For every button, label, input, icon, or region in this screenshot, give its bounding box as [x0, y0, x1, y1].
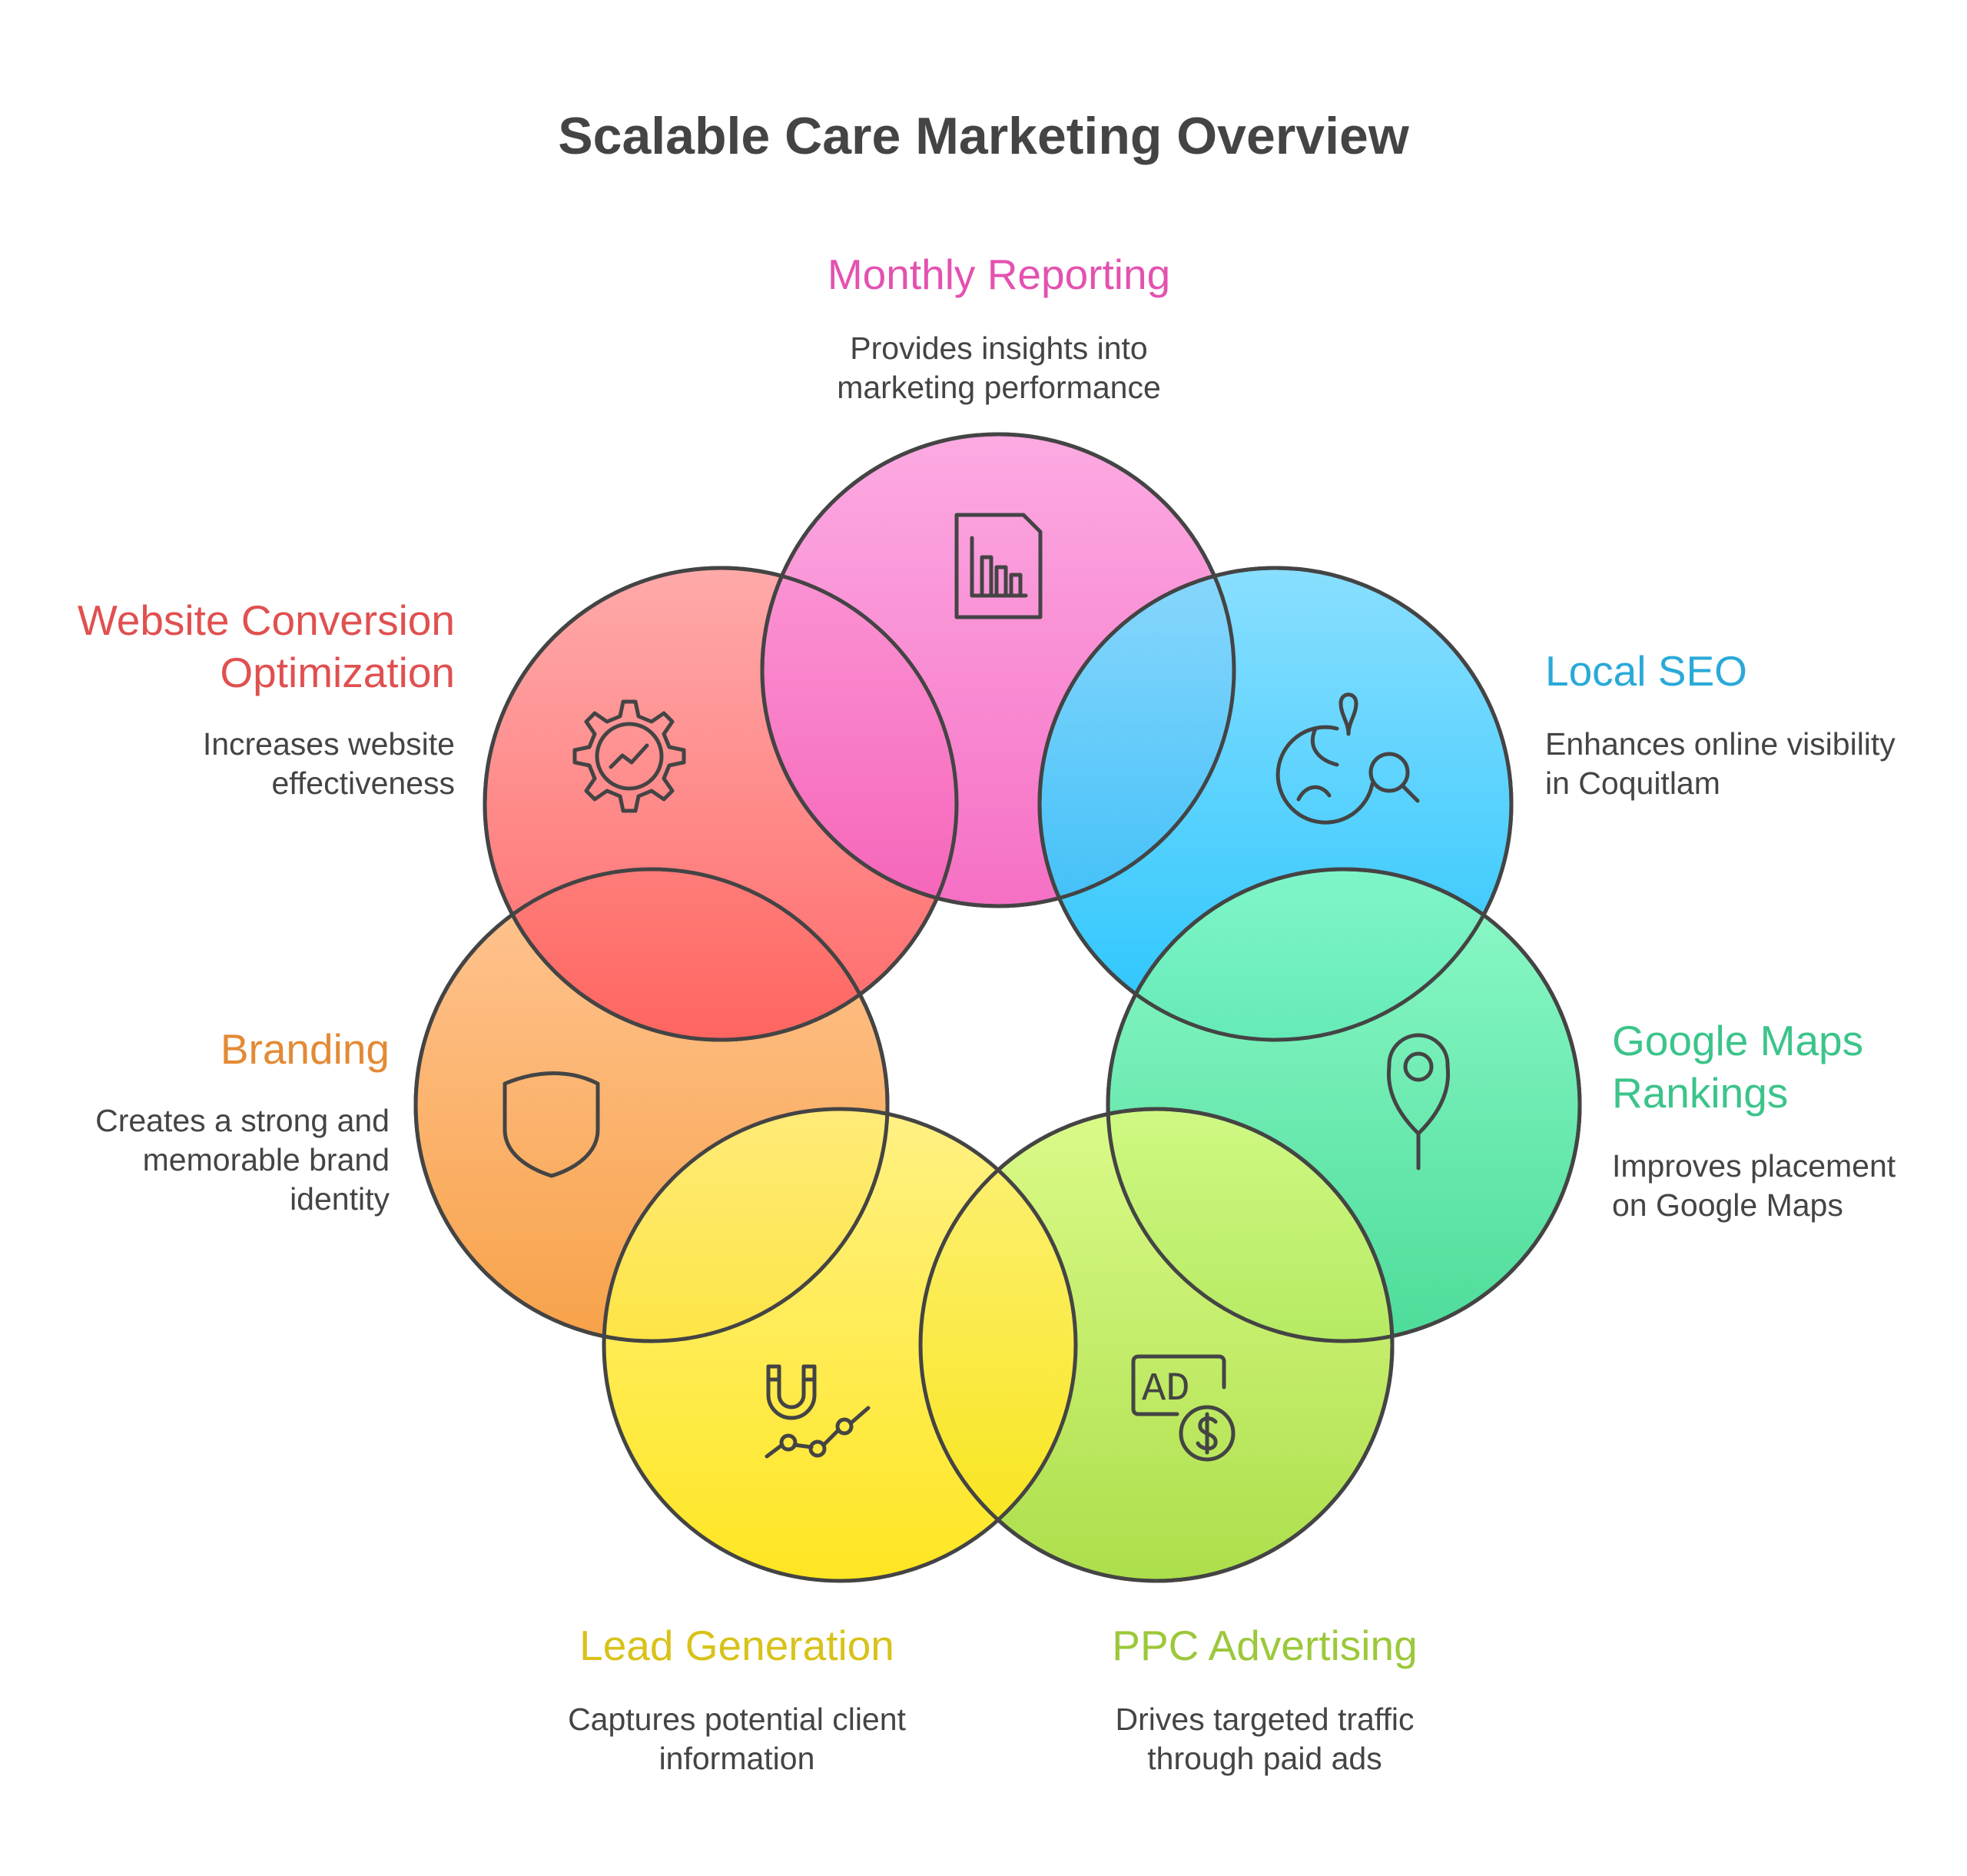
- circle-lead-generation: [602, 1107, 1078, 1583]
- globe-search-icon: [1275, 692, 1420, 825]
- ppc-advertising-label: PPC Advertising: [1112, 1622, 1418, 1669]
- website-conversion-label: Website Conversion Optimization: [77, 596, 455, 696]
- branding-label: Branding: [220, 1025, 390, 1073]
- branding-description: Creates a strong and memorable brand ide…: [95, 1103, 390, 1217]
- lead-generation-description: Captures potential client information: [568, 1702, 906, 1776]
- website-conversion-description: Increases website effectiveness: [202, 726, 455, 801]
- shield-icon: [503, 1071, 600, 1178]
- magnet-growth-icon: [765, 1364, 871, 1459]
- map-pin-icon: [1386, 1033, 1451, 1170]
- ppc-advertising-description: Drives targeted traffic through paid ads: [1115, 1702, 1415, 1776]
- ad-icon-text: AD: [1142, 1366, 1189, 1412]
- google-maps-description: Improves placement on Google Maps: [1612, 1148, 1896, 1223]
- report-chart-icon: [954, 513, 1043, 619]
- lead-generation-label: Lead Generation: [579, 1622, 894, 1669]
- ad-dollar-icon: [1131, 1354, 1236, 1462]
- monthly-reporting-description: Provides insights into marketing perform…: [837, 330, 1161, 405]
- local-seo-label: Local SEO: [1545, 647, 1747, 695]
- google-maps-label: Google Maps Rankings: [1612, 1017, 1864, 1117]
- page-title: Scalable Care Marketing Overview: [558, 107, 1409, 165]
- gear-chart-icon: [572, 699, 686, 813]
- local-seo-description: Enhances online visibility in Coquitlam: [1545, 726, 1896, 801]
- monthly-reporting-label: Monthly Reporting: [827, 251, 1171, 298]
